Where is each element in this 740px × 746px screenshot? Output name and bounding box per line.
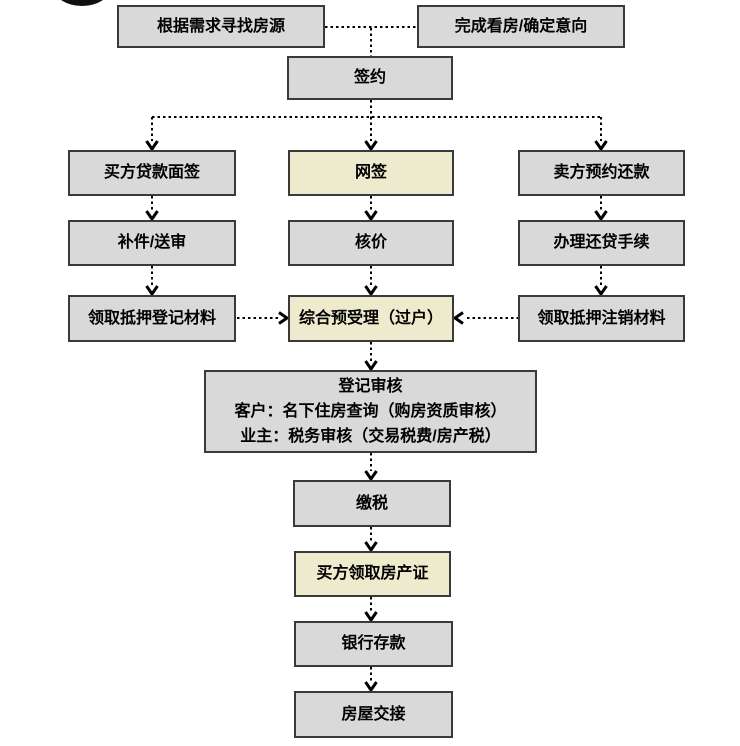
arrow-down-icon xyxy=(364,611,378,623)
dotted-lines xyxy=(151,26,602,682)
node-mortgage-registration-materials: 领取抵押登记材料 xyxy=(68,295,236,342)
arrow-down-icon xyxy=(594,210,608,222)
node-label: 网签 xyxy=(354,164,387,182)
node-label: 买方贷款面签 xyxy=(103,164,200,182)
node-label: 卖方预约还款 xyxy=(553,164,650,182)
node-buyer-get-certificate: 买方领取房产证 xyxy=(294,551,451,597)
node-label: 根据需求寻找房源 xyxy=(156,17,285,35)
node-label-line3: 业主：税务审核（交易税费/房产税） xyxy=(240,428,501,445)
arrow-down-icon xyxy=(145,140,159,152)
arrow-down-icon xyxy=(594,285,608,297)
arrow-down-icon xyxy=(364,285,378,297)
node-label: 买方领取房产证 xyxy=(316,565,429,583)
arrow-down-icon xyxy=(364,470,378,482)
node-price-verification: 核价 xyxy=(288,220,454,266)
node-loan-repayment: 办理还贷手续 xyxy=(518,220,685,266)
node-mortgage-cancellation-materials: 领取抵押注销材料 xyxy=(518,295,685,342)
node-label: 综合预受理（过户） xyxy=(298,309,443,327)
arrow-down-icon xyxy=(364,210,378,222)
arrow-down-icon xyxy=(364,541,378,553)
node-label: 核价 xyxy=(354,234,387,252)
node-registration-review: 登记审核 客户：名下住房查询（购房资质审核） 业主：税务审核（交易税费/房产税） xyxy=(204,370,537,453)
node-seller-repay-appointment: 卖方预约还款 xyxy=(518,150,685,196)
node-label: 签约 xyxy=(353,69,386,87)
arrow-left-icon xyxy=(452,311,464,325)
arrow-down-icon xyxy=(364,681,378,693)
partial-circle-decoration xyxy=(54,0,110,6)
node-label: 补件/送审 xyxy=(117,234,187,252)
node-house-handover: 房屋交接 xyxy=(294,691,453,738)
arrow-down-icon xyxy=(145,210,159,222)
node-pay-tax: 缴税 xyxy=(293,480,451,527)
arrow-right-icon xyxy=(278,311,290,325)
arrow-down-icon xyxy=(364,360,378,372)
node-online-sign: 网签 xyxy=(288,150,454,196)
node-supplement-review: 补件/送审 xyxy=(68,220,236,266)
node-confirm-intent: 完成看房/确定意向 xyxy=(417,5,625,48)
arrow-down-icon xyxy=(145,285,159,297)
node-label-line2: 客户：名下住房查询（购房资质审核） xyxy=(234,403,507,420)
arrowheads xyxy=(145,140,608,693)
arrow-down-icon xyxy=(364,140,378,152)
node-label: 完成看房/确定意向 xyxy=(454,17,588,35)
node-find-listing: 根据需求寻找房源 xyxy=(117,5,325,48)
node-label: 缴税 xyxy=(355,494,388,512)
arrow-down-icon xyxy=(594,140,608,152)
node-label: 房屋交接 xyxy=(341,705,406,723)
node-buyer-loan-interview: 买方贷款面签 xyxy=(68,150,236,196)
node-sign-contract: 签约 xyxy=(287,56,453,100)
node-label: 银行存款 xyxy=(341,635,406,653)
node-combined-pre-acceptance: 综合预受理（过户） xyxy=(288,295,454,342)
node-label-line1: 登记审核 xyxy=(338,378,403,395)
node-label: 办理还贷手续 xyxy=(553,234,650,252)
node-label: 领取抵押登记材料 xyxy=(87,309,216,327)
node-label: 领取抵押注销材料 xyxy=(537,309,666,327)
node-bank-deposit: 银行存款 xyxy=(294,621,453,667)
